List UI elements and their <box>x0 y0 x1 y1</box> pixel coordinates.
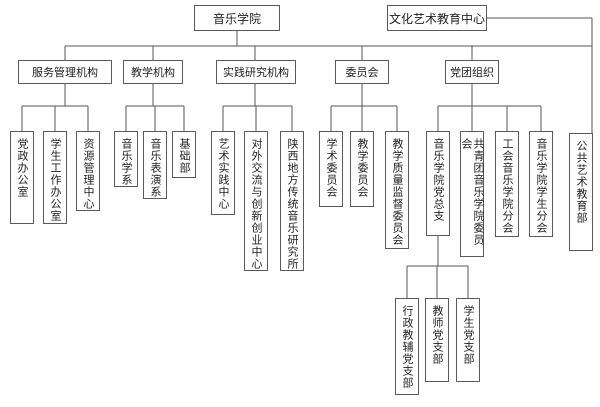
dept-teaching: 教学机构 <box>123 60 183 84</box>
dept-party: 党团组织 <box>445 60 499 84</box>
node-party-general-branch: 音乐学院党总支 <box>426 131 450 236</box>
node-label: 基础部 <box>178 138 191 174</box>
node-label: 工会音乐学院分会 <box>501 138 514 234</box>
node-academic-committee: 学术委员会 <box>319 131 343 207</box>
node-art-practice-center: 艺术实践中心 <box>211 131 235 215</box>
node-label: 行政教辅党支部 <box>401 305 414 389</box>
node-teaching-committee: 教学委员会 <box>350 131 374 207</box>
node-label: 陕西地方传统音乐研究所 <box>286 138 299 270</box>
node-teacher-party-branch: 教师党支部 <box>425 298 449 382</box>
node-label: 艺术实践中心 <box>217 138 230 210</box>
dept-committee: 委员会 <box>335 60 389 84</box>
node-performance-dept: 音乐表演系 <box>143 131 167 199</box>
node-union-branch: 工会音乐学院分会 <box>495 131 519 237</box>
node-label: 学生党支部 <box>462 305 475 365</box>
node-admin-party-branch: 行政教辅党支部 <box>395 298 419 395</box>
node-label: 学术委员会 <box>325 138 338 198</box>
node-youth-league-committee: 共青团音乐学院委员会 <box>460 131 485 257</box>
dept-practice: 实践研究机构 <box>216 60 296 84</box>
node-foundation-dept: 基础部 <box>172 131 196 178</box>
node-student-party-branch: 学生党支部 <box>456 298 480 382</box>
node-label: 音乐表演系 <box>149 138 162 198</box>
node-label: 教学质量监督委员会 <box>391 138 404 246</box>
node-label: 党政办公室 <box>16 138 29 198</box>
node-student-union-branch: 音乐学院学生分会 <box>529 131 553 237</box>
node-party-office: 党政办公室 <box>10 131 34 224</box>
node-label: 对外交流与创新创业中心 <box>250 138 263 270</box>
node-public-art-education: 公共艺术教育部 <box>569 133 593 251</box>
node-label: 教学委员会 <box>356 138 369 198</box>
node-resource-center: 资源管理中心 <box>76 131 100 211</box>
node-label: 音乐学系 <box>120 138 133 186</box>
node-label: 资源管理中心 <box>82 138 95 210</box>
node-label: 学生工作办公室 <box>49 138 62 222</box>
node-label: 教师党支部 <box>431 305 444 365</box>
node-label: 共青团音乐学院委员会 <box>460 138 485 246</box>
node-label: 公共艺术教育部 <box>575 140 588 224</box>
node-label: 音乐学院党总支 <box>432 138 445 222</box>
node-student-affairs: 学生工作办公室 <box>43 131 67 224</box>
node-exchange-innovation-center: 对外交流与创新创业中心 <box>244 131 268 271</box>
node-quality-supervision-committee: 教学质量监督委员会 <box>385 131 409 249</box>
node-label: 音乐学院学生分会 <box>535 138 548 234</box>
culture-center-box: 文化艺术教育中心 <box>387 5 487 31</box>
node-shaanxi-music-institute: 陕西地方传统音乐研究所 <box>280 131 304 271</box>
node-musicology-dept: 音乐学系 <box>114 131 138 187</box>
root-box: 音乐学院 <box>194 5 280 31</box>
dept-service: 服务管理机构 <box>18 60 112 84</box>
